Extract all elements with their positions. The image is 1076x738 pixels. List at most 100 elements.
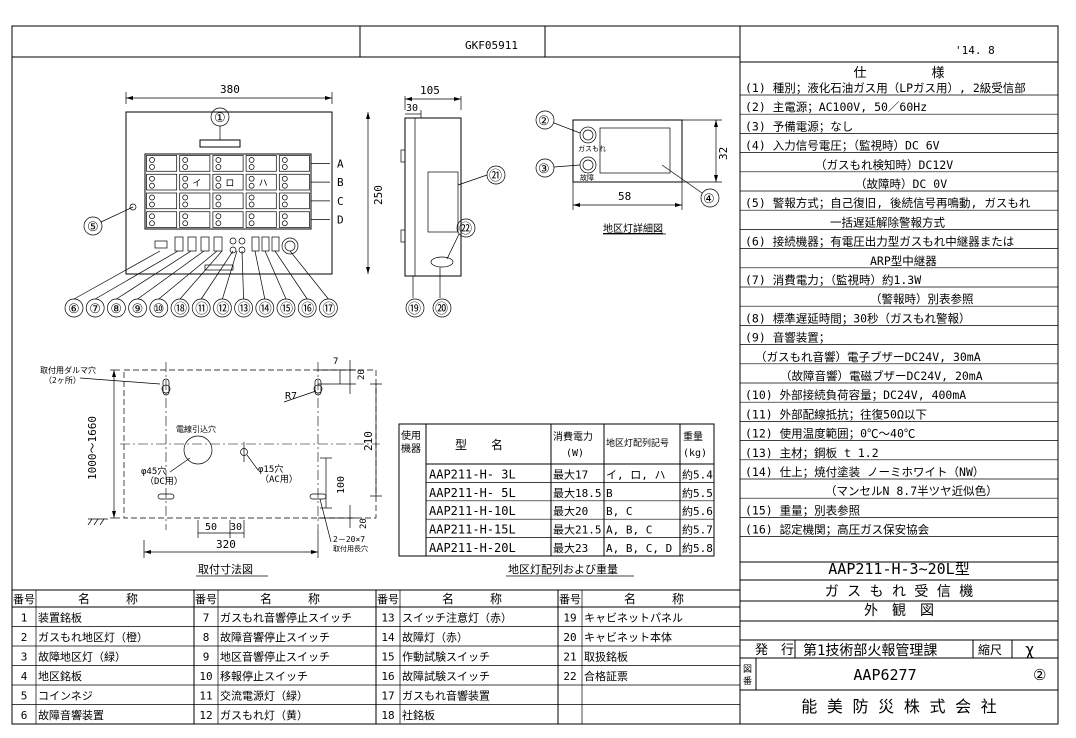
svg-text:(kg): (kg) xyxy=(683,448,707,459)
part-name: 作動試験スイッチ xyxy=(402,650,490,664)
part-name: 社銘板 xyxy=(402,708,435,722)
side-view: 105 30 ㉑ ㉒ ⑲ ⑳ xyxy=(400,84,506,318)
part-number: 7 xyxy=(203,612,210,625)
svg-text:型 名: 型 名 xyxy=(455,437,503,452)
product-name: ガ ス も れ 受 信 機 xyxy=(825,584,974,600)
parts-header-no: 番号 xyxy=(13,593,35,606)
parts-header-name: 名 称 xyxy=(624,591,684,606)
weight-cell: 最大20 xyxy=(553,504,588,518)
title-block: AAP211-H-3~20L型 ガ ス も れ 受 信 機 外 観 図 発 行 … xyxy=(740,560,1058,716)
part-callout: ⑰ xyxy=(322,302,335,317)
stop-switch xyxy=(200,236,210,252)
part-callout: ⑯ xyxy=(301,302,314,317)
part-name: 故障音響装置 xyxy=(38,708,104,722)
view-name: 外 観 図 xyxy=(864,602,934,619)
part-number: 11 xyxy=(199,690,212,703)
part-name: 地区銘板 xyxy=(38,669,82,683)
spec-line: (14) 仕上；焼付塗装 ノーミホワイト（NW） xyxy=(745,465,984,479)
part-name: スイッチ注意灯（赤） xyxy=(402,611,512,625)
part-callout: ⑱ xyxy=(174,302,187,317)
part-callout: ⑩ xyxy=(153,302,165,317)
spec-line: (5) 警報方式；自己復旧, 後続信号再鳴動, ガスもれ xyxy=(745,196,1031,210)
mounting-height-range: 1000～1660 xyxy=(86,416,99,480)
svg-text:①: ① xyxy=(214,111,226,126)
part-name: 故障灯（赤） xyxy=(402,630,468,644)
svg-text:④: ④ xyxy=(703,192,715,207)
svg-text:ガスもれ: ガスもれ xyxy=(578,144,606,153)
model-range: AAP211-H-3~20L型 xyxy=(828,560,969,578)
cabinet-side xyxy=(404,117,462,277)
weight-cell: B xyxy=(606,487,613,500)
zone-lamp-window xyxy=(278,173,310,191)
zone-lamp-window xyxy=(146,211,178,228)
spec-line: (15) 重量；別表参照 xyxy=(745,503,860,517)
lamp-detail: ガスもれ 故障 ② ③ ④ 32 58 地区灯詳細図 xyxy=(535,110,730,235)
revision-mark: ② xyxy=(1033,666,1046,684)
drawing-code: GKF05911 xyxy=(465,39,518,52)
svg-text:R7: R7 xyxy=(285,391,297,402)
part-callout: ⑬ xyxy=(238,302,251,317)
spec-line: (11) 外部配線抵抗；往復50Ω以下 xyxy=(745,407,927,421)
part-number: 19 xyxy=(563,612,576,625)
side-depth-dim: 105 xyxy=(420,84,440,97)
weight-cell: 約5.8 xyxy=(682,541,713,555)
part-name: 故障地区灯（緑） xyxy=(38,650,126,664)
svg-text:100: 100 xyxy=(336,476,347,494)
svg-text:③: ③ xyxy=(538,162,550,177)
svg-text:2－20×7: 2－20×7 xyxy=(333,535,365,544)
issue-label: 発 行 xyxy=(755,643,794,658)
part-name: 移報停止スイッチ xyxy=(220,669,308,683)
spec-line: (4) 入力信号電圧；（監視時）DC 6V xyxy=(745,139,940,153)
zone-lamp-window xyxy=(179,155,211,172)
svg-text:φ15穴: φ15穴 xyxy=(258,463,283,475)
part-number: 1 xyxy=(21,612,28,625)
lamp-width-dim: 58 xyxy=(618,190,631,203)
weight-cell: 最大17 xyxy=(553,467,588,481)
zone-lamp-window xyxy=(212,192,244,210)
spec-line: (10) 外部接続負荷容量；DC24V, 400mA xyxy=(745,388,966,402)
svg-text:（AC用）: （AC用） xyxy=(260,474,298,485)
svg-text:50: 50 xyxy=(205,522,217,533)
weight-cell: AAP211-H-15L xyxy=(429,523,516,537)
spec-line: (9) 音響装置； xyxy=(745,331,830,345)
part-name: 交流電源灯（緑） xyxy=(220,689,308,703)
spec-panel: 仕 様 (1) 種別；液化石油ガス用（LPガス用）, 2級受信部(2) 主電源；… xyxy=(740,61,1058,537)
part-number: 17 xyxy=(381,690,394,703)
parts-header-no: 番号 xyxy=(377,593,399,606)
weight-cell: 約5.7 xyxy=(682,523,713,537)
zone-lamp-window xyxy=(146,173,178,191)
svg-text:30: 30 xyxy=(230,522,242,533)
svg-text:（DC用）: （DC用） xyxy=(145,476,183,487)
weight-cell: B, C xyxy=(606,505,633,518)
svg-text:210: 210 xyxy=(362,431,375,451)
weight-cell: A, B, C xyxy=(606,524,652,537)
stop-switch xyxy=(187,236,197,252)
svg-text:使用: 使用 xyxy=(401,429,421,442)
weight-cell: AAP211-H- 5L xyxy=(429,486,516,500)
part-number: 10 xyxy=(199,670,212,683)
zone-lamp-window xyxy=(179,211,211,228)
mounting-title: 取付寸法図 xyxy=(198,562,253,576)
spec-line: (8) 標準遅延時間；30秒（ガスもれ警報） xyxy=(745,311,971,325)
part-callout: ⑮ xyxy=(280,302,293,317)
row-label-a: A xyxy=(337,157,344,170)
zone-label: ハ xyxy=(259,179,268,189)
weight-table-title: 地区灯配列および重量 xyxy=(508,562,618,576)
zone-label: ロ xyxy=(225,179,234,189)
part-number: 3 xyxy=(21,651,28,664)
zone-lamp-window xyxy=(245,211,277,228)
parts-header-no: 番号 xyxy=(559,593,581,606)
lamp-grid xyxy=(144,153,312,230)
part-number: 14 xyxy=(381,631,395,644)
spec-line: (12) 使用温度範囲；0℃～40℃ xyxy=(745,427,916,441)
part-number: 4 xyxy=(21,670,28,683)
part-number: 15 xyxy=(381,651,394,664)
spec-title: 仕 様 xyxy=(853,66,944,81)
part-name: コインネジ xyxy=(38,690,93,703)
weight-cell: 最大18.5 xyxy=(553,486,602,500)
part-name: 故障音響停止スイッチ xyxy=(220,630,330,644)
spec-line: （ガスもれ検知時）DC12V xyxy=(815,158,953,172)
part-name: キャビネット本体 xyxy=(584,630,672,644)
part-number: 2 xyxy=(21,631,28,644)
